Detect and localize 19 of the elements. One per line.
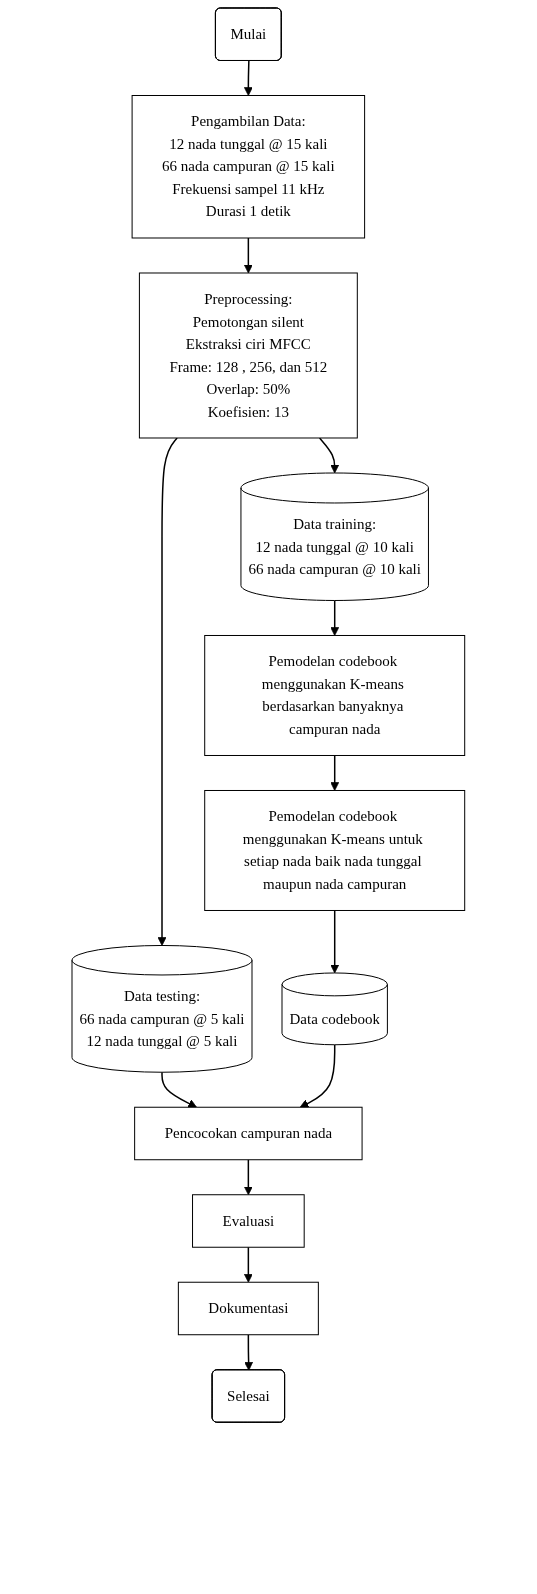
node-box: Pencocokan campuran nada [134,1106,363,1161]
node-box: Pengambilan Data: 12 nada tunggal @ 15 kali 66 nada campuran @ 15 kali Frekuensi sampel 11 kHz Durasi 1 detik [131,95,366,239]
arrow [319,437,340,474]
arrow [161,1071,198,1108]
arrow [244,1334,254,1371]
node-box: Preprocessing: Pemotongan silent Ekstraksi ciri MFCC Frame: 128 , 256, dan 512 Overlap: 50% Koefisien: 13 [139,272,358,439]
arrow [244,1246,253,1283]
arrow [244,1159,253,1196]
arrow [330,599,340,636]
node-box: Dokumentasi [178,1281,319,1336]
arrow [157,437,178,946]
arrow [330,754,340,791]
node-box: Pemodelan codebook menggunakan K-means untuk setiap nada baik nada tunggal maupun nada campuran [204,790,466,911]
arrow [244,60,253,96]
arrow [244,237,253,274]
arrow [299,1044,336,1108]
arrow [330,909,340,974]
node-box: Pemodelan codebook menggunakan K-means berdasarkan banyaknya campuran nada [204,635,466,756]
node-box: Evaluasi [192,1194,305,1248]
